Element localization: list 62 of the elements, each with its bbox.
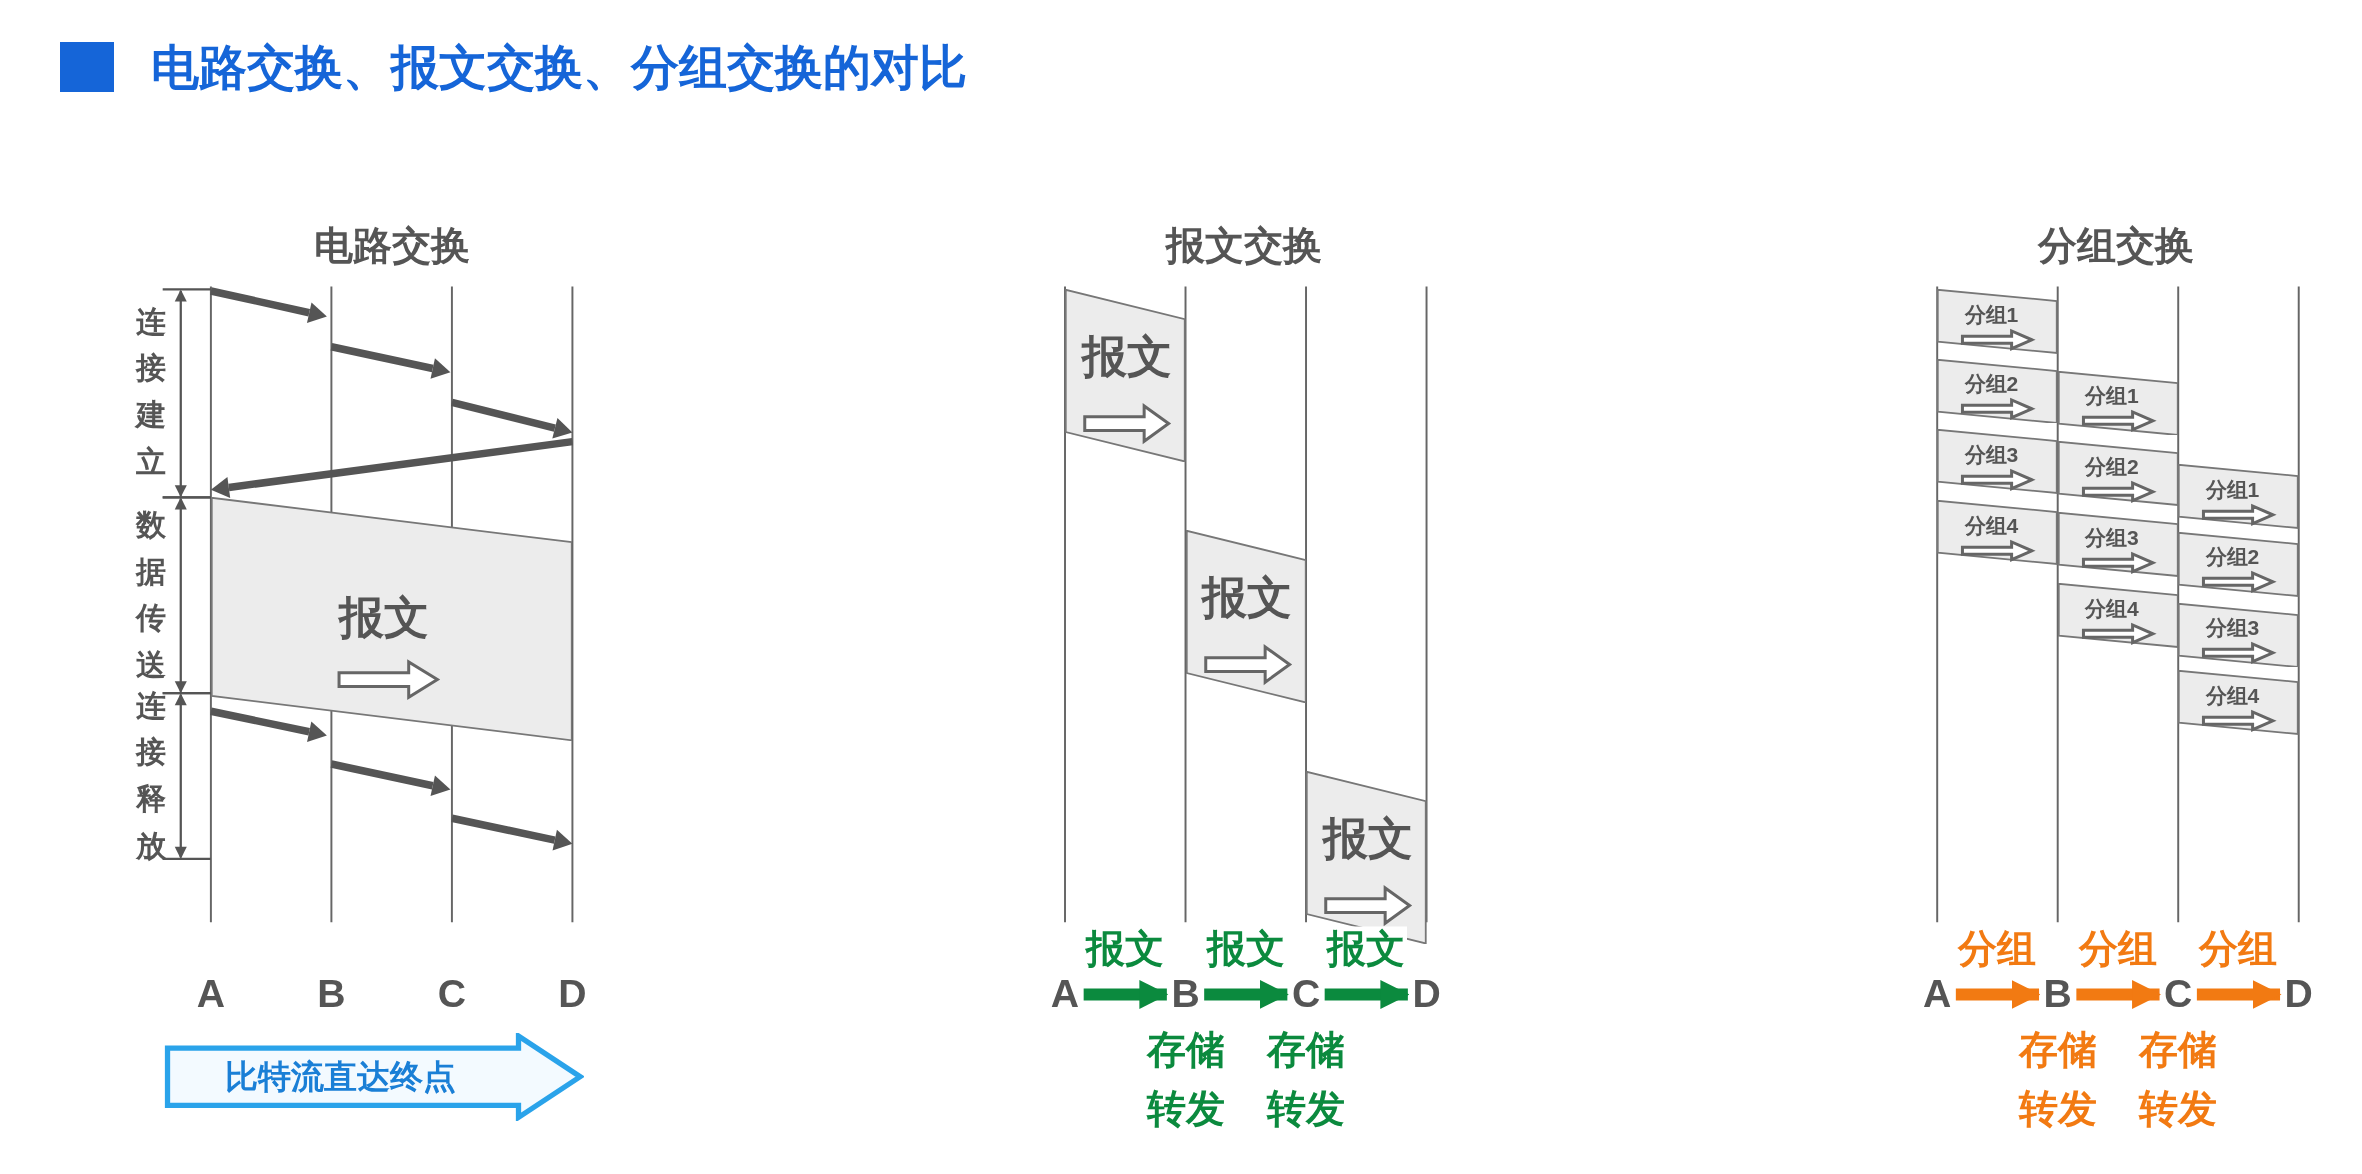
arrow — [1083, 980, 1169, 1009]
block-label: 分组1 — [2085, 384, 2139, 409]
packet-block — [1937, 429, 2058, 495]
arrow — [2076, 980, 2161, 1009]
packet-block — [2178, 531, 2299, 597]
panel-title: 分组交换 — [2038, 223, 2195, 269]
arrow — [1955, 980, 2041, 1009]
station-label: B — [317, 971, 346, 1017]
packet-block — [1937, 358, 2058, 424]
block-label: 分组2 — [1964, 372, 2019, 397]
block-label: 分组4 — [2085, 596, 2139, 621]
block-label: 分组2 — [2205, 545, 2260, 570]
bitstream-arrow — [162, 1033, 585, 1121]
packet-block — [2057, 441, 2179, 507]
note-text: 存储转发 — [2017, 1027, 2098, 1133]
block-label: 分组2 — [2085, 454, 2139, 480]
block-label: 报文 — [1202, 572, 1293, 624]
packet-block — [2178, 670, 2299, 736]
block-label: 分组4 — [2205, 683, 2260, 709]
station-label: C — [1291, 971, 1321, 1017]
station-label: C — [2164, 971, 2193, 1017]
title: 电路交换、报文交换、分组交换的对比 — [150, 38, 967, 96]
block-label: 分组4 — [1964, 513, 2019, 538]
station-label: D — [1412, 971, 1441, 1017]
packet-block — [1937, 500, 2058, 565]
packet-block — [2178, 463, 2299, 529]
arrow — [1204, 980, 1289, 1009]
block-label: 分组3 — [1964, 442, 2019, 468]
station-label: A — [196, 971, 226, 1017]
arrow — [1324, 980, 1410, 1009]
station-label: D — [558, 971, 587, 1017]
phase-label: 连接释放 — [134, 687, 167, 864]
panel-title: 报文交换 — [1166, 223, 1323, 269]
note-text: 存储转发 — [1265, 1027, 1346, 1133]
station-label: A — [1050, 971, 1080, 1017]
station-label: D — [2284, 971, 2313, 1017]
note-text: 存储转发 — [1145, 1027, 1226, 1133]
arrow — [2196, 980, 2282, 1009]
block-label: 分组3 — [2205, 616, 2260, 641]
packet-block — [2057, 370, 2179, 436]
packet-block — [2178, 602, 2299, 668]
packet-block — [2057, 512, 2179, 577]
station-label: B — [1171, 971, 1200, 1017]
arrow-text: 比特流直达终点 — [224, 1058, 456, 1097]
message-block — [1065, 289, 1186, 463]
block-label: 分组3 — [2085, 525, 2139, 550]
packet-block — [2057, 582, 2179, 648]
station-label: A — [1923, 971, 1952, 1017]
block-label: 分组1 — [1964, 302, 2019, 327]
message-block — [1185, 530, 1306, 704]
block-label: 报文 — [339, 591, 430, 644]
panel-title: 电路交换 — [313, 223, 470, 269]
packet-block — [1937, 289, 2058, 354]
block-label: 报文 — [1322, 813, 1413, 865]
message-band — [210, 497, 573, 742]
phase-label: 连接建立 — [134, 303, 167, 480]
note-text: 存储转发 — [2137, 1027, 2219, 1133]
block-label: 报文 — [1081, 331, 1172, 383]
station-label: C — [437, 971, 467, 1017]
station-label: B — [2043, 971, 2072, 1017]
block-label: 分组1 — [2205, 477, 2260, 502]
phase-label: 数据传送 — [134, 506, 167, 683]
